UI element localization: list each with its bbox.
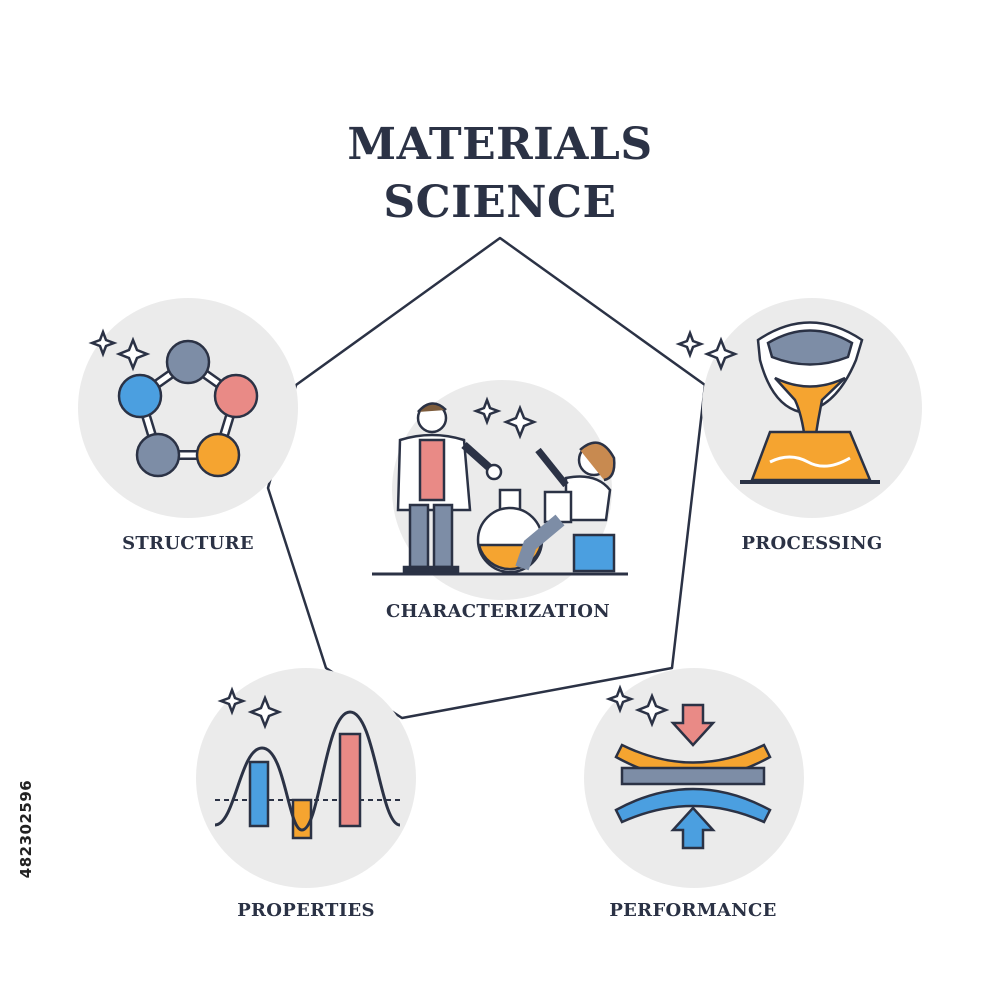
characterization-label: CHARACTERIZATION (386, 601, 610, 622)
sparkle-icon (502, 404, 538, 440)
processing-label: PROCESSING (741, 533, 883, 554)
bending-test-icon (605, 684, 772, 850)
sparkle-icon (247, 694, 283, 730)
molecule-icon (88, 328, 259, 478)
sparkle-icon (88, 328, 118, 358)
sparkle-icon (605, 684, 635, 714)
properties-chart-icon (214, 686, 401, 840)
sparkle-icon (703, 336, 739, 372)
arrow-up-icon (670, 806, 716, 850)
crucible-pour-icon (675, 321, 880, 484)
sparkle-icon (634, 692, 670, 728)
arrow-down-icon (670, 703, 716, 747)
diagram-title-line2: SCIENCE (383, 177, 617, 228)
sparkle-icon (472, 396, 502, 426)
performance-label: PERFORMANCE (609, 900, 777, 921)
sparkle-icon (217, 686, 247, 716)
structure-circle (78, 298, 298, 518)
sparkle-icon (675, 329, 705, 359)
scientists-icon (372, 396, 628, 576)
properties-label: PROPERTIES (237, 900, 375, 921)
side-id-text: 482302596 (17, 779, 35, 879)
structure-label: STRUCTURE (122, 533, 254, 554)
diagram-title-line1: MATERIALS (347, 119, 653, 170)
sparkle-icon (115, 336, 151, 372)
